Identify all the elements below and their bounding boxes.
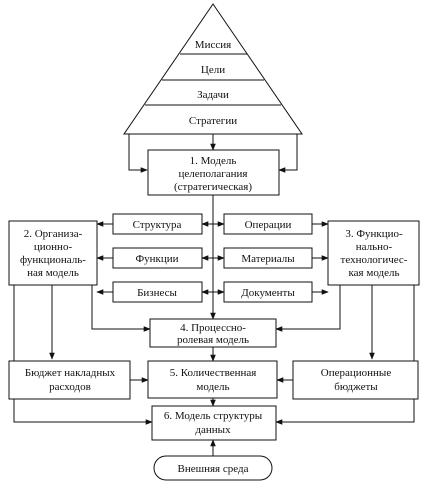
materials-box: Материалы <box>223 247 313 269</box>
goal-model-line: 1. Модель <box>190 155 237 167</box>
tech-model-line: нально- <box>356 241 393 253</box>
operations-box: Операции <box>223 213 313 235</box>
arrow-org-to-process <box>91 285 151 332</box>
overhead-budget-box: Бюджет накладных расходов <box>8 360 131 400</box>
goal-model-line: целеполагания <box>179 168 248 180</box>
tech-model-box: 3. Функцио- нально- технологичес- кая мо… <box>327 220 420 286</box>
documents-label: Документы <box>241 287 295 299</box>
org-model-line: 2. Организа- <box>24 228 83 240</box>
pyramid-level-goals: Цели <box>201 64 225 76</box>
connectors <box>13 134 415 456</box>
external-environment-node: Внешняя среда <box>153 455 273 481</box>
businesses-box: Бизнесы <box>112 281 203 303</box>
arrow-tech-to-process <box>275 285 341 332</box>
org-model-line: ная модель <box>27 267 79 279</box>
process-model-line: 4. Процессно- <box>180 322 246 334</box>
org-functional-model-box: 2. Организа- ционно- функциональ- ная мо… <box>8 220 98 286</box>
quant-model-line: модель <box>196 381 229 393</box>
tech-model-line: технологичес- <box>341 254 408 266</box>
operations-label: Операции <box>245 219 292 231</box>
data-structure-model-box: 6. Модель структуры данных <box>151 405 277 441</box>
arrow-tech-to-data <box>275 285 415 425</box>
functions-box: Функции <box>112 247 203 269</box>
data-model-line: 6. Модель структуры <box>164 410 263 422</box>
overhead-budget-line: расходов <box>49 381 91 393</box>
process-role-model-box: 4. Процессно- ролевая модель <box>149 318 277 348</box>
goal-model-line: (стратегическая) <box>174 181 252 193</box>
org-model-line: ционно- <box>34 241 73 253</box>
org-model-line: функциональ- <box>20 254 86 266</box>
arrow-pyramid-right-to-goal <box>278 134 298 173</box>
op-budgets-line: бюджеты <box>334 381 378 393</box>
tech-model-line: кая модель <box>349 267 400 279</box>
businesses-label: Бизнесы <box>137 287 177 299</box>
arrow-pyramid-left-to-goal <box>128 134 148 173</box>
documents-box: Документы <box>223 281 313 303</box>
operational-budgets-box: Операционные бюджеты <box>292 360 419 400</box>
structure-label: Структура <box>133 219 182 231</box>
pyramid-level-tasks: Задачи <box>197 89 229 101</box>
op-budgets-line: Операционные <box>321 367 392 379</box>
quant-model-line: 5. Количественная <box>170 367 257 379</box>
external-environment-label: Внешняя среда <box>178 463 249 475</box>
structure-box: Структура <box>112 213 203 235</box>
goal-model-box: 1. Модель целеполагания (стратегическая) <box>147 149 280 196</box>
overhead-budget-line: Бюджет накладных <box>25 367 116 379</box>
pyramid-level-strategies: Стратегии <box>189 115 237 127</box>
functions-label: Функции <box>135 253 178 265</box>
materials-label: Материалы <box>241 253 295 265</box>
tech-model-line: 3. Функцио- <box>345 228 403 240</box>
quantitative-model-box: 5. Количественная модель <box>147 360 278 399</box>
data-model-line: данных <box>195 424 231 436</box>
process-model-line: ролевая модель <box>177 334 249 346</box>
arrow-org-to-data <box>13 285 153 425</box>
pyramid-level-mission: Миссия <box>195 39 231 51</box>
pyramid: Миссия Цели Задачи Стратегии <box>123 3 303 135</box>
